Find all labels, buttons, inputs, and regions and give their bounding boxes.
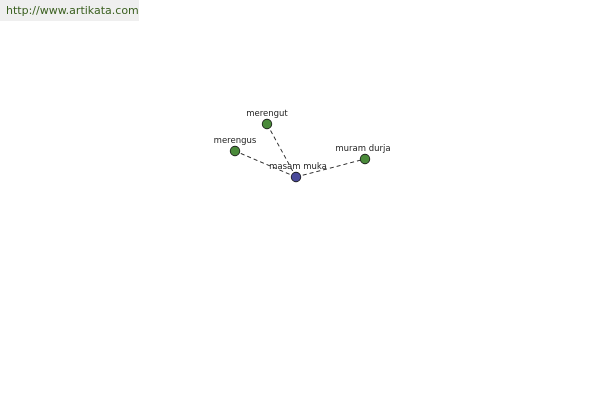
muram-durja-node-dot[interactable] — [359, 153, 371, 165]
center-node-dot[interactable] — [290, 171, 302, 183]
merengut-node-dot[interactable] — [261, 118, 273, 130]
center-label[interactable]: masam muka — [269, 162, 327, 172]
merengus-label[interactable]: merengus — [214, 136, 257, 146]
site-url-bar[interactable]: http://www.artikata.com — [0, 0, 139, 21]
nodes-layer: merengut merengus muram durja masam muka — [214, 109, 391, 183]
merengut-label[interactable]: merengut — [246, 109, 288, 119]
edge-center-merengut — [266, 123, 297, 178]
merengus-node-dot[interactable] — [229, 145, 241, 157]
center-node[interactable]: masam muka — [269, 162, 327, 183]
edge-center-muram-durja — [295, 158, 366, 178]
node-muram-durja[interactable]: muram durja — [335, 144, 391, 165]
muram-durja-label[interactable]: muram durja — [335, 144, 390, 154]
edges-layer — [234, 123, 366, 178]
site-url-link[interactable]: http://www.artikata.com — [6, 4, 139, 17]
node-merengut[interactable]: merengut — [246, 109, 288, 130]
node-merengus[interactable]: merengus — [214, 136, 257, 157]
